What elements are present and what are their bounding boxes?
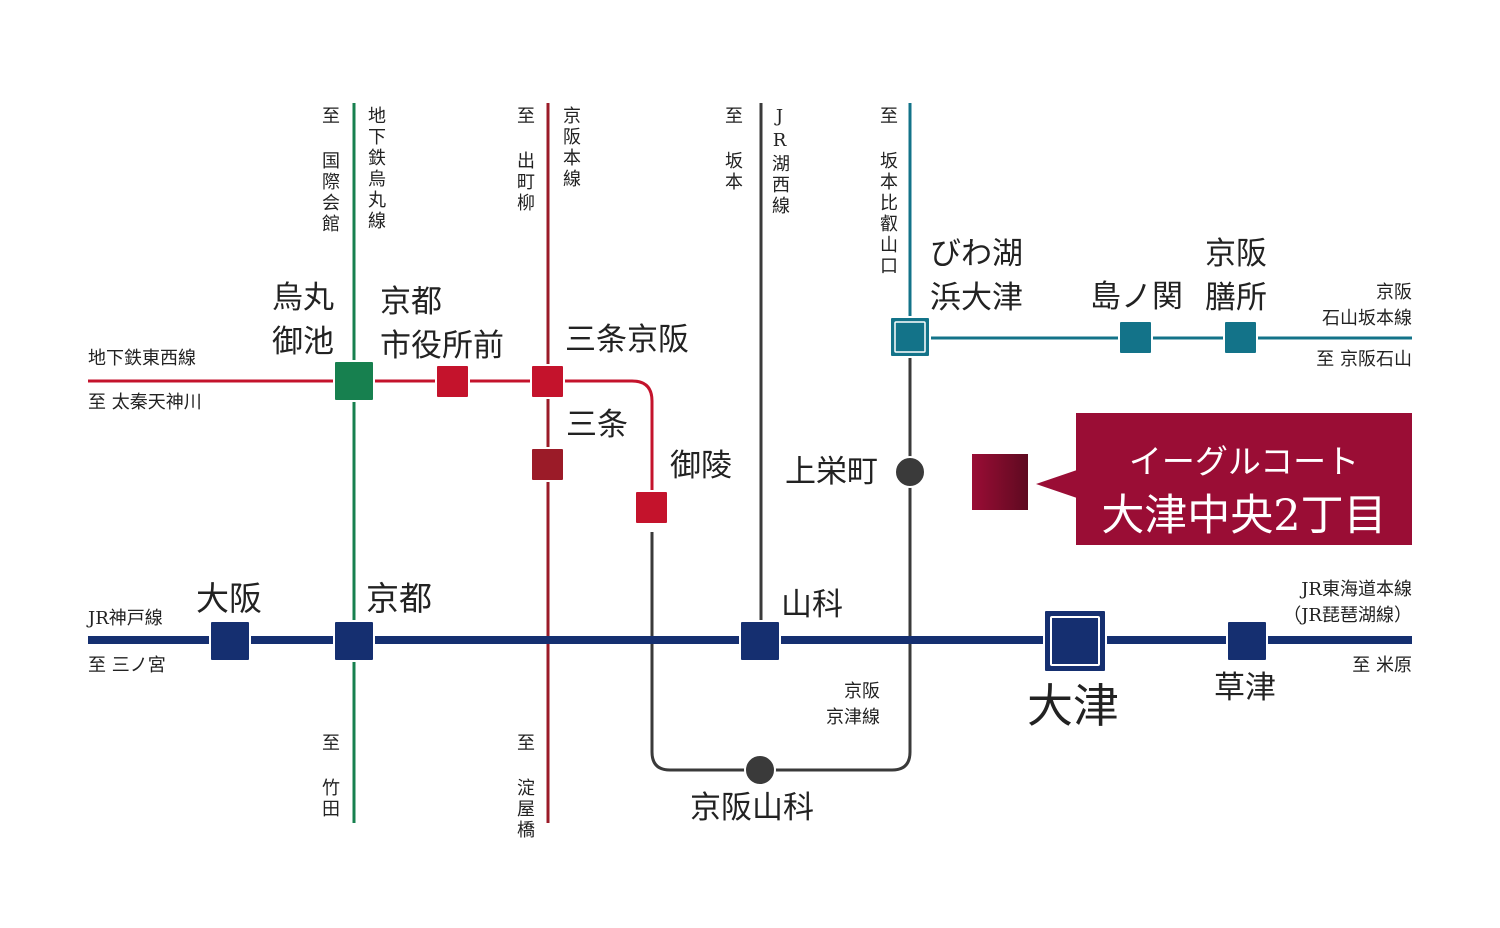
tozai-line (88, 379, 654, 508)
station-misasagi: 御陵 (670, 448, 732, 484)
kosei-north-direction: 至 坂本 (722, 106, 743, 193)
station-biwako-hamaotsu: びわ湖 浜大津 (930, 236, 1023, 317)
station-karasuma-oike: 烏丸 御池 (272, 280, 334, 361)
station-marker-sanjo-keihan (530, 364, 565, 399)
station-marker-biwako-hamaotsu-inner (894, 321, 926, 353)
keishin-line (650, 338, 912, 772)
station-shimanoseki: 島ノ関 (1090, 279, 1183, 315)
station-keihan-zeze: 京阪 膳所 (1205, 236, 1267, 317)
keishin-line-name: 京阪 京津線 (826, 681, 880, 729)
station-marker-otsu-inner (1050, 616, 1100, 666)
keihan-main-north-direction: 至 出町柳 (514, 106, 535, 214)
karasuma-south-direction: 至 竹田 (319, 733, 340, 820)
station-marker-shiyakusho (435, 364, 470, 399)
station-osaka: 大阪 (196, 579, 262, 618)
karasuma-north-direction: 至 国際会館 (319, 106, 340, 235)
station-keihan-yamashina: 京阪山科 (690, 790, 814, 826)
kosei-line-name: JR湖西線 (769, 106, 790, 217)
station-marker-shimanoseki (1118, 320, 1153, 355)
station-sanjo-keihan: 三条京阪 (565, 322, 689, 358)
station-marker-biwako-hamaotsu (889, 316, 931, 358)
station-kamisakaemachi: 上栄町 (785, 454, 878, 490)
keihan-main-line-name: 京阪本線 (560, 106, 581, 190)
station-marker-yamashina (739, 620, 781, 662)
jr-tokaido-line-name: JR東海道本線 （JR琵琶湖線） (1283, 579, 1412, 627)
jr-west-direction: 至 三ノ宮 (88, 655, 166, 676)
station-marker-karasuma-oike (333, 360, 375, 402)
station-marker-otsu (1043, 609, 1107, 673)
station-marker-keihan-yamashina (744, 754, 776, 786)
karasuma-line-name: 地下鉄烏丸線 (365, 106, 386, 232)
property-marker (972, 454, 1028, 510)
property-name: イーグルコート (1128, 442, 1360, 481)
station-marker-kyoto (333, 620, 375, 662)
station-marker-kusatsu (1226, 620, 1268, 662)
tozai-west-direction: 至 太秦天神川 (88, 392, 202, 413)
callout-pointer (1036, 470, 1077, 498)
ishiyama-north-direction: 至 坂本比叡山口 (877, 106, 898, 277)
station-marker-sanjo (530, 447, 565, 482)
station-marker-keihan-zeze (1223, 320, 1258, 355)
keihan-main-south-direction: 至 淀屋橋 (514, 733, 535, 841)
station-marker-kamisakaemachi (894, 456, 926, 488)
station-yamashina: 山科 (781, 587, 843, 623)
station-otsu: 大津 (1027, 679, 1119, 733)
station-marker-osaka (209, 620, 251, 662)
ishiyama-south-direction: 至 京阪石山 (1316, 349, 1412, 370)
jr-east-direction: 至 米原 (1352, 655, 1412, 676)
jr-kobe-line-name: JR神戸線 (88, 608, 163, 629)
station-shiyakusho-mae: 京都 市役所前 (380, 284, 504, 365)
ishiyama-line-name: 京阪 石山坂本線 (1322, 282, 1412, 330)
station-marker-misasagi (634, 490, 669, 525)
station-kusatsu: 草津 (1214, 670, 1276, 706)
property-callout: イーグルコート 大津中央2丁目 (1076, 413, 1412, 545)
property-address: 大津中央2丁目 (1101, 491, 1387, 541)
station-sanjo: 三条 (566, 407, 628, 443)
tozai-line-name: 地下鉄東西線 (88, 348, 196, 369)
station-kyoto: 京都 (366, 579, 432, 618)
